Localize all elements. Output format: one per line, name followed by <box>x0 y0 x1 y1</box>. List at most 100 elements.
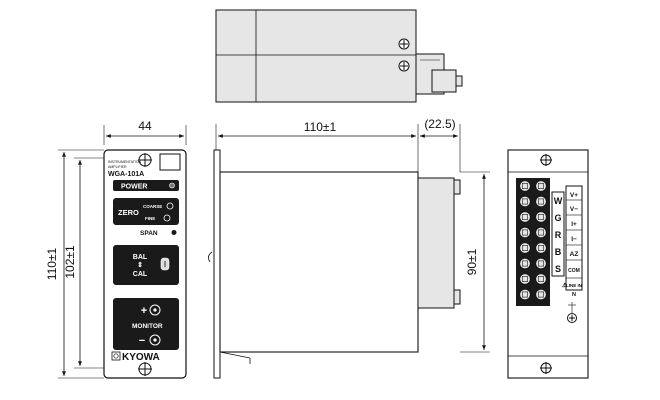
caption-line-2: AMPLIFIER <box>108 165 127 169</box>
terminal-screw-head <box>522 183 528 189</box>
bal-cal-arrow-icon: ⇕ <box>137 261 143 269</box>
terminal-screw-head <box>522 245 528 251</box>
terminal-label: AZ <box>570 251 579 258</box>
terminal-screw-head <box>538 291 544 298</box>
terminal-screw-head <box>538 245 544 251</box>
terminal-screw-icon <box>535 288 547 300</box>
front-outer-height-dimension: 110±1 <box>45 247 59 280</box>
terminal-screw-head <box>522 229 528 236</box>
mounting-screw-icon <box>540 362 552 374</box>
terminal-label: G <box>554 213 561 223</box>
terminal-screw-icon <box>519 257 531 269</box>
coarse-label: COARSE <box>143 204 162 209</box>
monitor-block <box>113 298 179 350</box>
side-front-flange <box>213 149 221 379</box>
model-label: WGA-101A <box>108 171 144 178</box>
front-width-dimension: 44 <box>138 119 152 133</box>
terminal-label: I+ <box>571 221 577 228</box>
terminal-label: S <box>555 264 561 274</box>
right-terminal-labels: V+ V− I+ I− AZ COM LINE IN N <box>565 185 583 298</box>
terminal-screw-head <box>538 260 544 267</box>
front-inner-height-dimension: 102±1 <box>63 245 77 279</box>
monitor-label: MONITOR <box>132 323 163 330</box>
zero-label: ZERO <box>118 208 139 217</box>
terminal-screw-head <box>522 260 528 267</box>
terminal-screw-icon <box>519 227 531 239</box>
brand-label: KYOWA <box>122 352 160 363</box>
terminal-label: V− <box>570 206 578 213</box>
monitor-plus-jack-icon[interactable] <box>149 304 161 316</box>
kyowa-logo-icon <box>111 351 121 361</box>
terminal-screw-icon <box>535 273 547 285</box>
coarse-trimmer-icon[interactable] <box>166 202 174 210</box>
warning-triangle-icon: ⚠ <box>562 282 568 289</box>
terminal-label: B <box>555 247 562 257</box>
screw-icon <box>398 38 410 50</box>
bal-label: BAL <box>133 254 148 261</box>
terminal-screw-icon <box>519 288 531 300</box>
screw-icon <box>398 60 410 72</box>
power-led-icon <box>169 182 175 189</box>
zero-block <box>113 198 179 225</box>
power-block <box>113 180 179 191</box>
terminal-label: COM <box>568 268 580 274</box>
fine-label: FINE <box>145 216 155 221</box>
fine-trimmer-icon[interactable] <box>163 214 171 222</box>
terminal-screw-icon <box>519 273 531 285</box>
terminal-strip <box>516 178 550 306</box>
terminal-screw-icon <box>535 180 547 192</box>
caption-line-1: INSTRUMENTATION <box>108 160 142 164</box>
terminal-screw-icon <box>535 227 547 239</box>
terminal-label: N <box>572 292 576 298</box>
monitor-minus-symbol: − <box>139 335 145 347</box>
cal-label: CAL <box>133 271 148 278</box>
span-label: SPAN <box>140 230 158 237</box>
terminal-label: W <box>554 196 563 206</box>
rear-view: W G R B S V+ V− I+ I− AZ COM LINE IN N ⚠ <box>507 149 589 379</box>
terminal-screw-head <box>522 214 528 220</box>
span-trimmer-icon[interactable] <box>171 230 177 235</box>
terminal-screws <box>519 180 547 300</box>
rear-height-dimension: 90±1 <box>465 248 479 275</box>
terminal-screw-icon <box>519 180 531 192</box>
terminal-screw-icon <box>519 211 531 223</box>
terminal-screw-head <box>538 276 544 282</box>
terminal-screw-head <box>538 183 544 189</box>
terminal-screw-head <box>522 291 528 298</box>
mounting-screw-icon <box>138 362 152 376</box>
display-window <box>159 153 181 171</box>
terminal-screw-head <box>522 198 528 205</box>
power-label: POWER <box>121 184 147 191</box>
mounting-screw-icon <box>540 154 552 166</box>
mounting-screw-icon <box>138 153 152 167</box>
monitor-minus-jack-icon[interactable] <box>149 334 161 346</box>
terminal-label: V+ <box>570 192 578 199</box>
terminal-screw-icon <box>519 242 531 254</box>
terminal-screw-icon <box>519 196 531 208</box>
terminal-screw-head <box>538 229 544 236</box>
monitor-plus-symbol: + <box>141 305 147 317</box>
terminal-screw-head <box>538 198 544 205</box>
ground-terminal-icon <box>567 302 577 323</box>
terminal-screw-icon <box>535 242 547 254</box>
front-view: 44 110±1 102±1 INSTRUMENTATION AMPLIFIER… <box>45 119 187 379</box>
terminal-label: LINE IN <box>566 283 582 288</box>
top-view-body <box>215 9 417 103</box>
terminal-label: I− <box>571 236 577 243</box>
terminal-screw-icon <box>535 211 547 223</box>
terminal-screw-head <box>538 214 544 220</box>
terminal-screw-icon <box>535 196 547 208</box>
left-terminal-labels: W G R B S <box>551 191 565 277</box>
side-terminal-block <box>417 177 455 309</box>
bal-cal-block <box>113 245 179 285</box>
terminal-screw-icon <box>535 257 547 269</box>
terminal-label: R <box>555 230 562 240</box>
side-body <box>219 171 419 353</box>
terminal-screw-head <box>522 276 528 282</box>
connector-depth-dimension: (22.5) <box>424 117 455 131</box>
top-view <box>215 9 463 103</box>
side-view: 110±1 (22.5) 90±1 <box>208 117 490 379</box>
side-depth-dimension: 110±1 <box>304 120 337 134</box>
